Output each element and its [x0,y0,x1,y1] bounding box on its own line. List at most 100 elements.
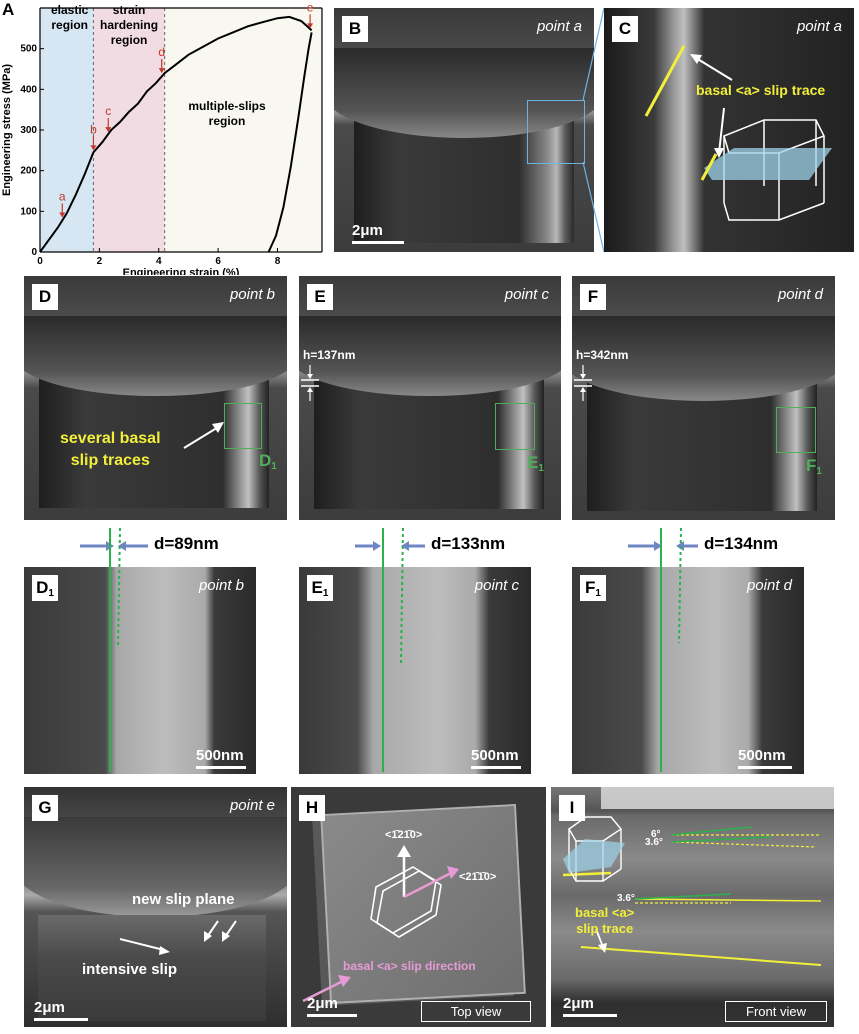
panel-title: point d [746,577,792,594]
region-label: hardening [100,18,158,32]
y-tick-label: 200 [20,166,37,177]
scale-bar: 2μm [307,995,357,1017]
region-label: region [51,18,88,32]
scale-bar: 500nm [738,747,792,769]
view-label: Front view [725,1001,827,1022]
panel-label: D [32,284,58,310]
slip-plane-arrow [718,107,725,154]
pillar-top-curve [334,48,594,138]
point-label-c: c [105,104,111,118]
panel-label: E [307,284,333,310]
zoom-box [495,403,535,450]
x-tick-label: 6 [215,256,221,267]
intensive-slip-annotation: intensive slip [82,961,178,978]
panel-label: F [580,284,606,310]
panel-g: G point e new slip plane intensive slip … [24,787,287,1027]
panel-f1: F1 point d 500nm [572,567,804,774]
panel-label: D1 [32,575,58,601]
point-label-e: e [307,0,314,14]
scale-bar: 2μm [563,995,617,1017]
d-measure-e1: d=133nm [345,532,545,562]
region-1 [93,8,165,252]
panel-label: G [32,795,58,821]
y-tick-label: 400 [20,84,37,95]
panel-label: E1 [307,575,333,601]
slip-trace-annotation: basal <a> slip trace [696,82,826,98]
slip-trace-annotation: basal <a> slip trace [575,905,635,936]
panel-title: point b [198,577,244,594]
panel-h: H <1̄21̄0> <21̄1̄0> basal <a> slip direc… [291,787,546,1027]
panel-title: point a [536,18,582,35]
angle-label-2: 3.6° [645,837,663,848]
panel-d1: D1 point b 500nm [24,567,256,774]
point-label-d: d [158,45,165,59]
region-label: elastic [51,3,89,17]
stress-strain-chart: elasticregionstrainhardeningregionmultip… [1,0,323,275]
slip-trace-line [644,45,686,117]
angle-label-1: 6° [651,829,661,840]
inset-label: F1 [806,456,822,477]
loading-curve [39,15,313,253]
panel-label: F1 [580,575,606,601]
x-tick-label: 8 [275,256,281,267]
panel-e: E1 E point c h=137nm [299,276,561,520]
panel-e1: E1 point c 500nm [299,567,531,774]
panel-f: F1 F point d h=342nm [572,276,835,520]
point-arrowhead-b [90,145,97,151]
point-label-a: a [59,189,66,203]
x-axis-label: Engineering strain (%) [123,267,240,275]
scale-label: 2μm [352,222,383,239]
point-arrowhead-e [307,23,314,29]
d-measure-d1: d=89nm [70,532,270,562]
panel-title: point d [777,286,823,303]
zoom-box [776,407,816,453]
hexagon-icon [370,866,442,938]
direction-2110-label: <21̄1̄0> [459,871,497,883]
region-label: multiple-slips [188,99,266,113]
y-tick-label: 0 [31,247,37,258]
zoom-box [224,403,262,449]
panel-label-a: A [2,0,15,19]
panel-title: point c [474,577,519,594]
panel-c: C point a basal <a> slip trace [604,8,854,252]
panel-label: C [612,16,638,42]
panel-label: H [299,795,325,821]
x-tick-label: 0 [37,256,43,267]
scale-bar: 2μm [34,999,88,1021]
height-annotation: h=342nm [576,348,629,362]
direction-arrow-2110 [403,871,452,899]
y-axis-label: Engineering stress (MPa) [1,64,13,196]
panel-title: point e [229,797,275,814]
point-arrowhead-c [105,127,112,133]
panel-label: B [342,16,368,42]
unloading-curve [267,32,313,253]
point-arrowhead-a [59,212,66,218]
scale-bar: 500nm [196,747,246,769]
slip-direction-label: basal <a> slip direction [343,959,476,973]
slip-direction-arrow [302,979,344,1003]
region-2 [164,8,322,252]
y-tick-label: 300 [20,125,37,136]
height-annotation: h=137nm [303,348,356,362]
panel-title: point b [229,286,275,303]
panel-b: B point a 2μm [334,8,594,252]
panel-label: I [559,795,585,821]
scale-bar: 500nm [471,747,521,769]
slip-traces-annotation: several basal slip traces [60,430,161,469]
y-tick-label: 100 [20,206,37,217]
angle-label-3: 3.6° [617,893,635,904]
panel-d: D1 D point b several basal slip traces [24,276,287,520]
view-label: Top view [421,1001,531,1022]
d-measure-f1: d=134nm [618,532,818,562]
region-label: region [111,33,148,47]
point-label-b: b [90,122,97,136]
x-tick-label: 4 [156,256,162,267]
panel-title: point a [796,18,842,35]
point-arrowhead-d [158,68,165,74]
region-0 [40,8,94,252]
inset-label: D1 [259,451,277,472]
scale-bar: 2μm [352,222,404,244]
zoom-box [527,100,585,164]
slip-trace-diagram [644,45,832,221]
